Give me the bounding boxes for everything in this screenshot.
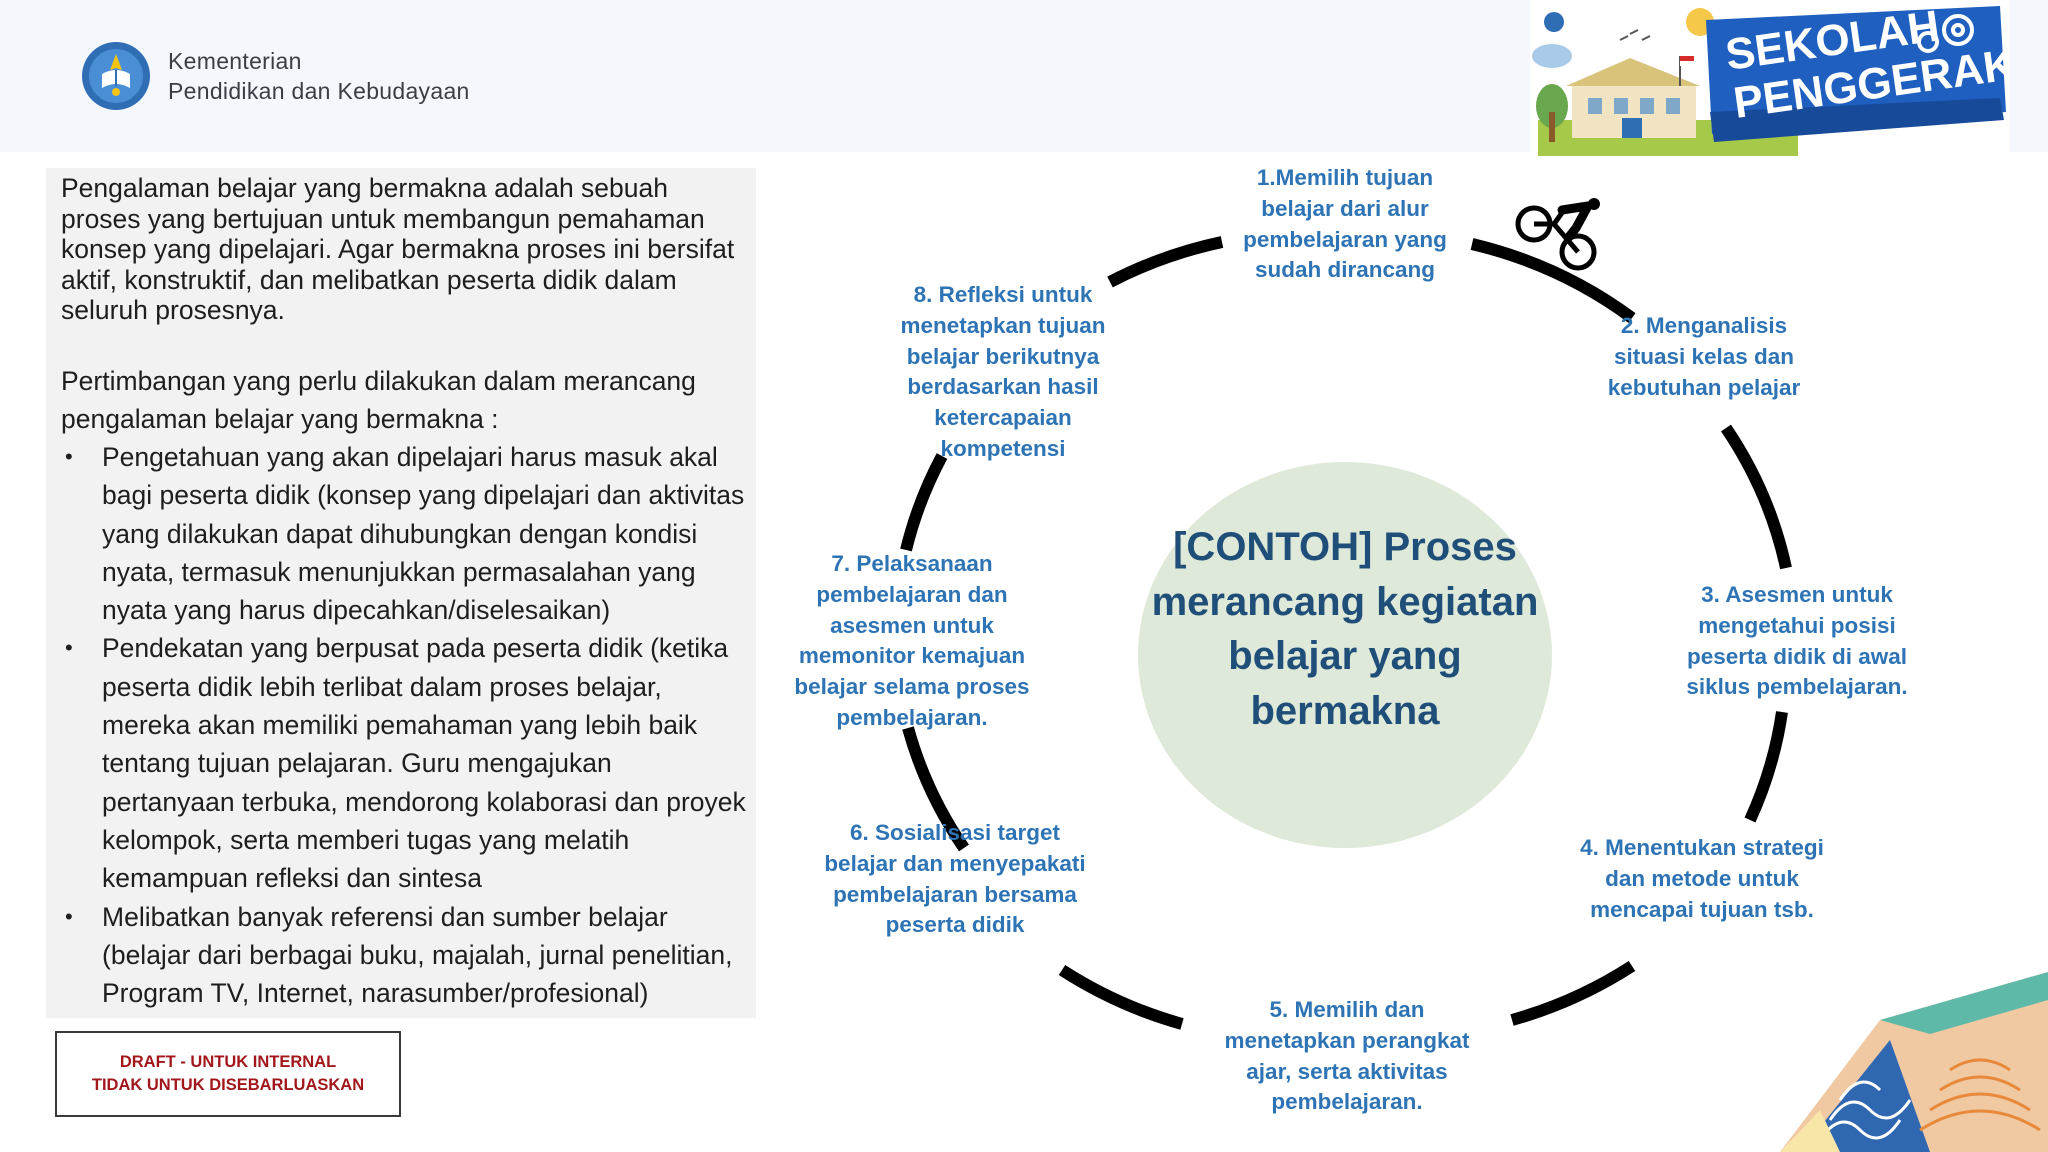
cycle-arc-5-6 — [1058, 964, 1184, 1030]
bullet-icon: • — [65, 635, 73, 661]
considerations-list: • Pengetahuan yang akan dipelajari harus … — [61, 438, 751, 1012]
cycle-step-2: 2. Menganalisis situasi kelas dan kebutu… — [1607, 313, 1801, 400]
list-item-text: Melibatkan banyak referensi dan sumber b… — [102, 901, 733, 1009]
cycle-step-3: 3. Asesmen untuk mengetahui posisi peser… — [1686, 582, 1908, 700]
cycle-step-8: 8. Refleksi untuk menetapkan tujuan bela… — [900, 282, 1106, 461]
cycle-arc-3-4 — [1744, 711, 1788, 823]
draft-notice: DRAFT - UNTUK INTERNAL TIDAK UNTUK DISEB… — [55, 1031, 401, 1117]
list-item-text: Pengetahuan yang akan dipelajari harus m… — [102, 442, 745, 626]
cycle-step-7: 7. Pelaksanaan pembelajaran dan asesmen … — [794, 551, 1030, 730]
center-circle — [1138, 462, 1552, 848]
cycle-step-5: 5. Memilih dan menetapkan perangkat ajar… — [1224, 997, 1470, 1115]
cycle-arc-1-2 — [1470, 238, 1636, 323]
list-item: • Pengetahuan yang akan dipelajari harus … — [61, 438, 751, 629]
bullet-icon: • — [65, 903, 73, 929]
cycle-arc-6-7 — [902, 726, 969, 852]
school-building-icon — [1566, 56, 1700, 138]
cycle-arc-8-1 — [1107, 236, 1224, 288]
list-item-text: Pendekatan yang berpusat pada peserta di… — [102, 633, 746, 894]
considerations-heading: Pertimbangan yang perlu dilakukan dalam … — [61, 366, 696, 435]
cyclist-icon — [1515, 198, 1600, 271]
list-item: • Melibatkan banyak referensi dan sumber … — [61, 898, 751, 1013]
cycle-step-6: 6. Sosialisasi target belajar dan menyep… — [824, 820, 1086, 938]
ministry-emblem-icon — [82, 42, 150, 110]
intro-paragraph: Pengalaman belajar yang bermakna adalah … — [61, 173, 735, 325]
cycle-step-4: 4. Menentukan strategi dan metode untuk … — [1580, 835, 1824, 922]
cycle-arc-2-3 — [1721, 424, 1792, 570]
gear-icon — [1917, 14, 1974, 53]
draft-line2: TIDAK UNTUK DISEBARLUASKAN — [91, 1076, 365, 1094]
cycle-center-title: [CONTOH] Proses merancang kegiatan belaj… — [1151, 525, 1539, 733]
ministry-line2: Pendidikan dan Kebudayaan — [168, 78, 470, 104]
decorative-corner-pattern — [1780, 972, 2048, 1152]
cycle-step-1: 1.Memilih tujuan belajar dari alur pembe… — [1243, 165, 1447, 283]
cycle-arc-7-8 — [900, 453, 948, 552]
bullet-icon: • — [65, 444, 73, 469]
draft-line1: DRAFT - UNTUK INTERNAL — [119, 1053, 337, 1071]
sekolah-penggerak-banner: SEKOLAH PENGGERAK — [1530, 0, 2010, 156]
ministry-line1: Kementerian — [168, 48, 302, 74]
list-item: • Pendekatan yang berpusat pada peserta d… — [61, 629, 751, 897]
cycle-arc-4-5 — [1510, 960, 1636, 1026]
ministry-name: Kementerian Pendidikan dan Kebudayaan — [168, 46, 470, 106]
explanation-panel — [46, 168, 756, 1018]
